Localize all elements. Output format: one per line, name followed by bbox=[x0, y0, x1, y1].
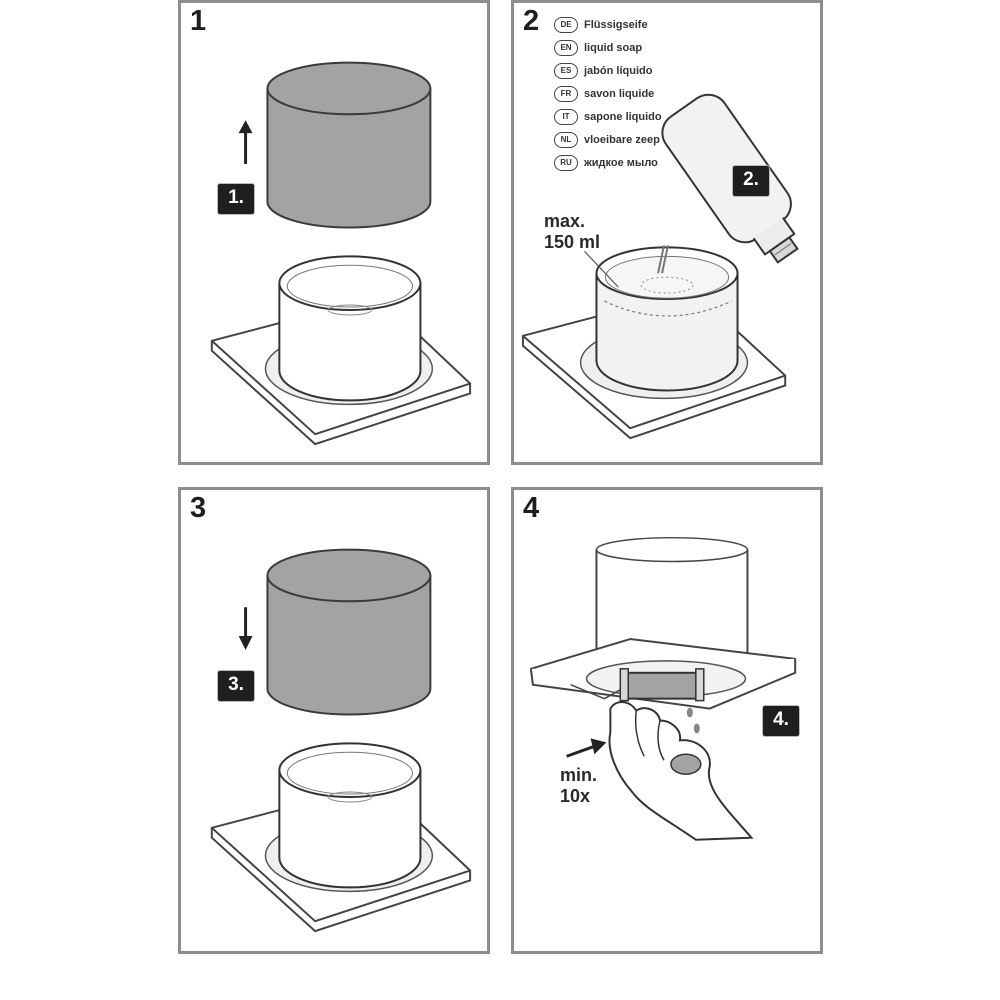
step-1-illustration bbox=[210, 61, 472, 446]
language-item: IT sapone liquido bbox=[554, 105, 662, 128]
step-number: 4 bbox=[523, 492, 540, 524]
language-item: RU жидкое мыло bbox=[554, 151, 662, 174]
language-code: FR bbox=[554, 85, 578, 102]
language-item: FR savon liquide bbox=[554, 82, 662, 105]
step-3-panel: 3 3. bbox=[178, 487, 490, 954]
soap-cup-filled bbox=[595, 246, 739, 392]
language-item: DE Flüssigseife bbox=[554, 13, 662, 36]
step-1-panel: 1 1. bbox=[178, 0, 490, 465]
language-text: jabón líquido bbox=[584, 64, 653, 77]
step-badge: 3. bbox=[217, 670, 255, 702]
step-2-panel: 2 DE Flüssigseife EN liquid soap ES jabó… bbox=[511, 0, 823, 465]
step-number: 1 bbox=[190, 5, 207, 37]
press-line-2: 10x bbox=[560, 786, 591, 806]
capacity-label: max. 150 ml bbox=[544, 211, 600, 253]
step-badge: 4. bbox=[762, 705, 800, 737]
capacity-line-2: 150 ml bbox=[544, 232, 601, 252]
press-label: min. 10x bbox=[560, 765, 597, 807]
cover-cap bbox=[266, 61, 432, 229]
language-text: sapone liquido bbox=[584, 110, 662, 123]
soap-cup bbox=[278, 742, 422, 889]
step-badge: 1. bbox=[217, 183, 255, 215]
language-item: EN liquid soap bbox=[554, 36, 662, 59]
language-text: жидкое мыло bbox=[584, 156, 658, 169]
press-line-1: min. bbox=[560, 765, 598, 785]
language-text: Flüssigseife bbox=[584, 18, 648, 31]
soap-stream bbox=[657, 245, 669, 274]
language-text: vloeibare zeep bbox=[584, 133, 660, 146]
step-badge: 2. bbox=[732, 165, 770, 197]
hand bbox=[608, 701, 754, 841]
step-number: 3 bbox=[190, 492, 207, 524]
step-3-illustration bbox=[210, 548, 472, 933]
cover-cap bbox=[266, 548, 432, 716]
step-4-illustration bbox=[529, 536, 797, 841]
language-code: EN bbox=[554, 39, 578, 56]
language-code: IT bbox=[554, 108, 578, 125]
language-code: RU bbox=[554, 154, 578, 171]
language-item: ES jabón líquido bbox=[554, 59, 662, 82]
language-code: NL bbox=[554, 131, 578, 148]
step-2-illustration bbox=[521, 93, 799, 440]
language-code: DE bbox=[554, 16, 578, 33]
capacity-pointer bbox=[584, 250, 619, 288]
language-list: DE Flüssigseife EN liquid soap ES jabón … bbox=[554, 13, 662, 174]
arrow-down-icon bbox=[238, 607, 253, 650]
step-number: 2 bbox=[523, 5, 540, 37]
pump-button bbox=[619, 668, 705, 702]
language-code: ES bbox=[554, 62, 578, 79]
capacity-line-1: max. bbox=[544, 211, 586, 231]
soap-bottle bbox=[661, 93, 799, 264]
soap-cup bbox=[278, 255, 422, 402]
step-4-panel: 4 min. 10x 4. bbox=[511, 487, 823, 954]
language-text: liquid soap bbox=[584, 41, 643, 54]
arrow-right-icon bbox=[566, 738, 607, 758]
arrow-up-icon bbox=[238, 120, 253, 164]
language-text: savon liquide bbox=[584, 87, 655, 100]
language-item: NL vloeibare zeep bbox=[554, 128, 662, 151]
